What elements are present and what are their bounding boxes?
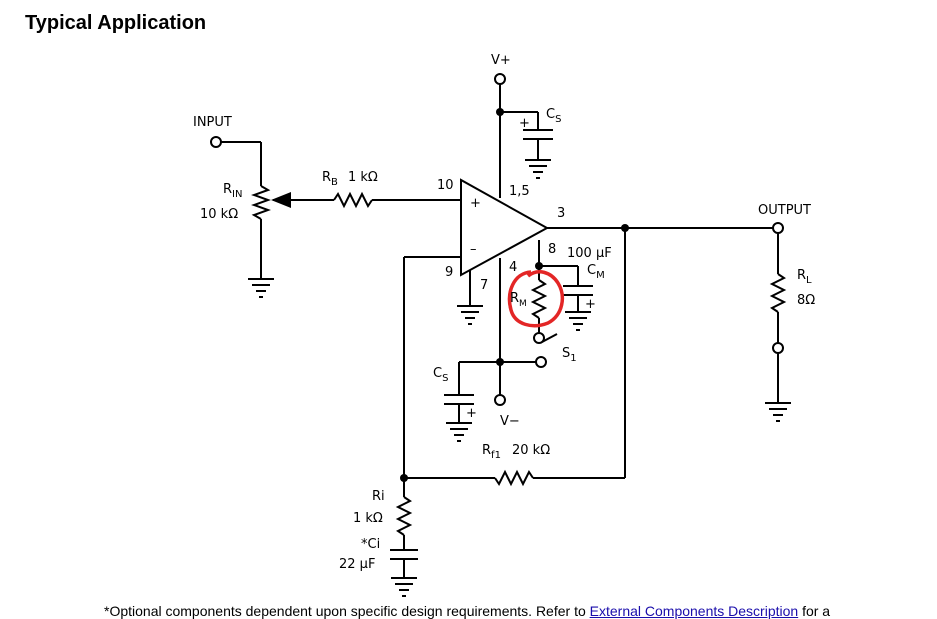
rl-lower-terminal bbox=[772, 342, 784, 354]
ri-resistor bbox=[395, 496, 413, 536]
cm-value: 100 μF bbox=[567, 246, 612, 261]
vminus-label: V− bbox=[500, 414, 520, 429]
rb-label: RB bbox=[322, 170, 338, 188]
rin-potentiometer bbox=[251, 185, 271, 220]
ri-value: 1 kΩ bbox=[353, 511, 383, 526]
s1-pivot-terminal bbox=[533, 332, 545, 344]
input-terminal bbox=[210, 136, 222, 148]
rm-label: RM bbox=[510, 291, 527, 309]
rm-resistor bbox=[530, 279, 548, 319]
input-label: INPUT bbox=[193, 115, 232, 130]
pin-8-label: 8 bbox=[548, 242, 556, 257]
ground-symbol-rl bbox=[765, 402, 791, 422]
rl-label: RL bbox=[797, 268, 812, 286]
vplus-label: V+ bbox=[491, 53, 511, 68]
vminus-terminal bbox=[494, 394, 506, 406]
vplus-terminal bbox=[494, 73, 506, 85]
output-label: OUTPUT bbox=[758, 203, 811, 218]
rf1-resistor bbox=[494, 469, 534, 487]
cs-bottom-label: CS bbox=[433, 366, 448, 384]
cs-bottom-plus: + bbox=[466, 406, 477, 421]
footnote: *Optional components dependent upon spec… bbox=[104, 603, 830, 619]
amp-plus-label: + bbox=[470, 196, 481, 211]
ground-symbol-cs-bottom bbox=[446, 422, 472, 442]
junction-dots bbox=[400, 108, 629, 482]
amp-minus-label: – bbox=[470, 242, 477, 257]
s1-contact-terminal bbox=[535, 356, 547, 368]
rf1-label: Rf1 bbox=[482, 443, 501, 461]
ci-capacitor bbox=[390, 549, 418, 560]
pin-10-label: 10 bbox=[437, 178, 454, 193]
external-components-link[interactable]: External Components Description bbox=[589, 603, 799, 619]
annotation-circle bbox=[507, 270, 565, 328]
pin-4-label: 4 bbox=[509, 260, 517, 275]
pin-7-label: 7 bbox=[480, 278, 488, 293]
output-terminal bbox=[772, 222, 784, 234]
cm-capacitor bbox=[563, 285, 593, 296]
ground-symbol-cs-top bbox=[525, 159, 551, 179]
rin-label: RIN bbox=[223, 182, 242, 200]
cs-top-label: CS bbox=[546, 107, 561, 125]
ground-symbol-cm bbox=[565, 311, 591, 331]
s1-label: S1 bbox=[562, 346, 577, 364]
cm-label: CM bbox=[587, 263, 605, 281]
rl-resistor bbox=[769, 273, 787, 313]
pin-9-label: 9 bbox=[445, 265, 453, 280]
rb-resistor bbox=[333, 191, 373, 209]
rl-value: 8Ω bbox=[797, 293, 815, 308]
pin-15-label: 1,5 bbox=[509, 184, 530, 199]
ground-symbol-ci bbox=[391, 577, 417, 597]
s1-switch-blade bbox=[541, 333, 558, 343]
ground-symbol-pin7 bbox=[457, 305, 483, 325]
ci-value: 22 μF bbox=[339, 557, 375, 572]
cm-plus: + bbox=[585, 297, 596, 312]
footnote-text: *Optional components dependent upon spec… bbox=[104, 603, 590, 619]
page-title: Typical Application bbox=[25, 12, 207, 34]
cs-bottom-capacitor bbox=[444, 394, 474, 405]
pin-3-label: 3 bbox=[557, 206, 565, 221]
rf1-value: 20 kΩ bbox=[512, 443, 550, 458]
ri-label: Ri bbox=[372, 489, 385, 504]
amplifier-symbol bbox=[460, 178, 550, 277]
rin-value: 10 kΩ bbox=[200, 207, 238, 222]
ground-symbol-rin bbox=[248, 278, 274, 298]
cs-top-capacitor bbox=[523, 129, 553, 140]
ci-label: *Ci bbox=[361, 537, 380, 552]
footnote-text-end: for a bbox=[798, 603, 831, 619]
rb-value: 1 kΩ bbox=[348, 170, 378, 185]
cs-top-plus: + bbox=[519, 116, 530, 131]
